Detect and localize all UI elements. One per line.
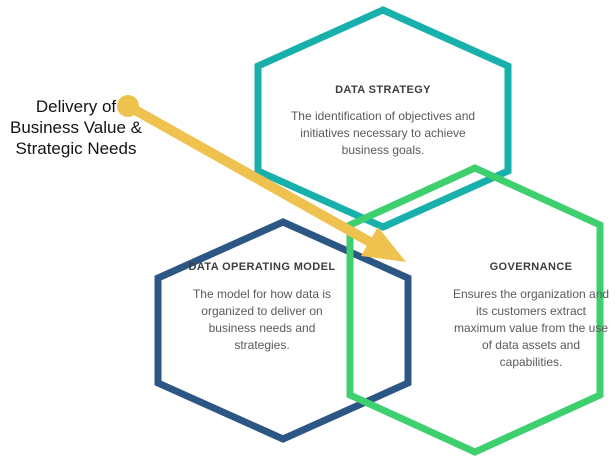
source-label: Delivery of Business Value & Strategic N… [10,97,142,158]
hexagon-description-governance: Ensures the organization and its custome… [452,287,610,370]
hexagon-data-strategy [254,6,512,231]
hexagon-data-operating-model [154,218,412,443]
hexagon-description-data-operating-model: The model for how data is organized to d… [192,287,332,353]
hexagon-governance [346,164,604,456]
arrow-line [123,101,375,247]
hexagon-title-data-operating-model: DATA OPERATING MODEL [188,261,336,273]
hexagon-title-data-strategy: DATA STRATEGY [335,84,431,96]
arrow-origin-dot [117,95,139,117]
hexagon-description-data-strategy: The identification of objectives and ini… [290,109,476,158]
hexagon-title-governance: GOVERNANCE [489,261,573,273]
arrow-head [361,227,406,262]
